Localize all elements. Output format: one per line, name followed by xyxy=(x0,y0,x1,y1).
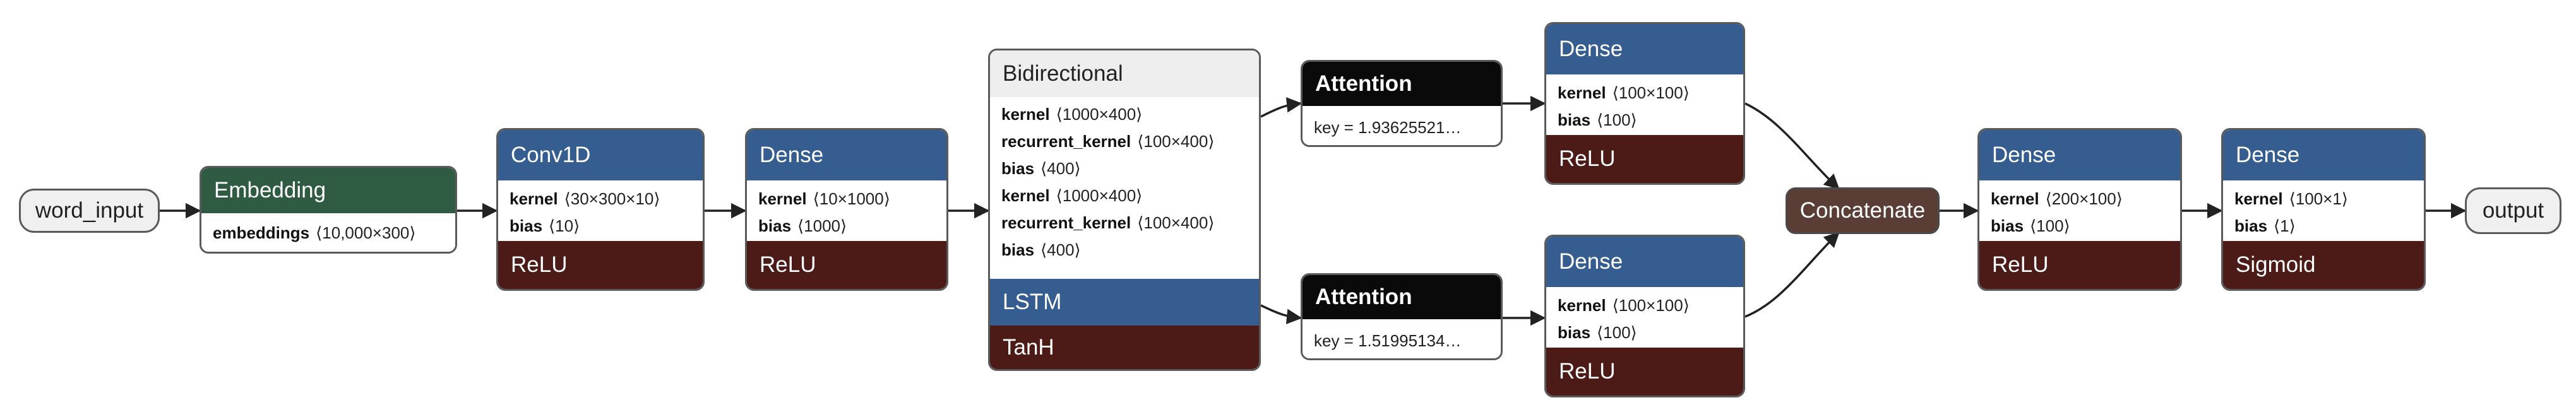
embedding-title: Embedding xyxy=(214,178,326,203)
edge-dense3-concatenate xyxy=(1744,232,1840,318)
attention2-key: key = 1.51995134… xyxy=(1303,319,1501,358)
concatenate-node[interactable]: Concatenate xyxy=(1786,187,1940,234)
attention2-header: Attention xyxy=(1303,275,1501,319)
word-input-node[interactable]: word_input xyxy=(19,189,160,233)
param-row: bias⟨1000⟩ xyxy=(758,216,847,235)
param-row: kernel⟨200×100⟩ xyxy=(1991,189,2123,208)
dense3-activation: ReLU xyxy=(1546,348,1743,396)
attention1-header: Attention xyxy=(1303,62,1501,106)
embedding-params: embeddings⟨10,000×300⟩ xyxy=(201,213,455,247)
output-node[interactable]: output xyxy=(2465,187,2561,234)
output-label: output xyxy=(2482,198,2544,223)
attention1-title: Attention xyxy=(1315,71,1412,96)
bidirectional-activation: TanH xyxy=(990,326,1259,369)
conv1d-header: Conv1D xyxy=(498,130,703,180)
param-row: bias⟨100⟩ xyxy=(1558,323,1637,342)
dense1-params: kernel⟨10×1000⟩ bias⟨1000⟩ xyxy=(747,180,946,240)
bidirectional-header: Bidirectional xyxy=(990,50,1259,97)
param-row: bias⟨400⟩ xyxy=(1001,159,1081,178)
attention1-key: key = 1.93625521… xyxy=(1303,106,1501,145)
dense3-header: Dense xyxy=(1546,237,1743,287)
param-row: kernel⟨100×1⟩ xyxy=(2234,189,2348,208)
param-row: kernel⟨10×1000⟩ xyxy=(758,189,890,208)
dense5-header: Dense xyxy=(2223,130,2424,180)
bidirectional-params: kernel⟨1000×400⟩ recurrent_kernel⟨100×40… xyxy=(990,97,1259,264)
attention1-node[interactable]: Attention key = 1.93625521… xyxy=(1301,60,1503,147)
dense4-node[interactable]: Dense kernel⟨200×100⟩ bias⟨100⟩ ReLU xyxy=(1977,128,2182,291)
embedding-header: Embedding xyxy=(201,168,455,213)
concatenate-label: Concatenate xyxy=(1799,198,1926,223)
dense5-node[interactable]: Dense kernel⟨100×1⟩ bias⟨1⟩ Sigmoid xyxy=(2221,128,2426,291)
dense2-header: Dense xyxy=(1546,24,1743,74)
param-row: embeddings⟨10,000×300⟩ xyxy=(213,223,416,242)
embedding-node[interactable]: Embedding embeddings⟨10,000×300⟩ xyxy=(200,166,457,254)
param-row: kernel⟨100×100⟩ xyxy=(1558,83,1690,102)
dense4-params: kernel⟨200×100⟩ bias⟨100⟩ xyxy=(1979,180,2180,240)
conv1d-title: Conv1D xyxy=(511,143,591,167)
dense2-node[interactable]: Dense kernel⟨100×100⟩ bias⟨100⟩ ReLU xyxy=(1544,22,1745,185)
dense4-header: Dense xyxy=(1979,130,2180,180)
edge-bidirectional-attention1 xyxy=(1260,97,1303,118)
dense1-activation: ReLU xyxy=(747,241,946,289)
dense1-title: Dense xyxy=(760,143,824,167)
bidirectional-title: Bidirectional xyxy=(1003,61,1123,86)
param-row: recurrent_kernel⟨100×400⟩ xyxy=(1001,213,1215,232)
param-row: recurrent_kernel⟨100×400⟩ xyxy=(1001,132,1215,151)
dense3-params: kernel⟨100×100⟩ bias⟨100⟩ xyxy=(1546,287,1743,346)
edge-bidirectional-attention2 xyxy=(1260,304,1303,324)
param-row: bias⟨400⟩ xyxy=(1001,240,1081,259)
bidirectional-node[interactable]: Bidirectional kernel⟨1000×400⟩ recurrent… xyxy=(988,49,1261,371)
dense4-title: Dense xyxy=(1992,143,2056,167)
param-row: bias⟨1⟩ xyxy=(2234,216,2296,235)
param-row: kernel⟨100×100⟩ xyxy=(1558,296,1690,315)
param-row: kernel⟨30×300×10⟩ xyxy=(510,189,660,208)
attention2-title: Attention xyxy=(1315,285,1412,309)
dense1-header: Dense xyxy=(747,130,946,180)
conv1d-activation: ReLU xyxy=(498,241,703,289)
dense5-params: kernel⟨100×1⟩ bias⟨1⟩ xyxy=(2223,180,2424,240)
param-row: bias⟨100⟩ xyxy=(1558,110,1637,129)
dense5-title: Dense xyxy=(2236,143,2300,167)
conv1d-node[interactable]: Conv1D kernel⟨30×300×10⟩ bias⟨10⟩ ReLU xyxy=(496,128,705,291)
word-input-label: word_input xyxy=(35,198,144,223)
dense3-node[interactable]: Dense kernel⟨100×100⟩ bias⟨100⟩ ReLU xyxy=(1544,235,1745,397)
dense5-activation: Sigmoid xyxy=(2223,241,2424,289)
dense4-activation: ReLU xyxy=(1979,241,2180,289)
dense1-node[interactable]: Dense kernel⟨10×1000⟩ bias⟨1000⟩ ReLU xyxy=(745,128,948,291)
dense2-activation: ReLU xyxy=(1546,135,1743,183)
lstm-sublayer: LSTM xyxy=(990,279,1259,326)
attention2-node[interactable]: Attention key = 1.51995134… xyxy=(1301,273,1503,360)
dense2-params: kernel⟨100×100⟩ bias⟨100⟩ xyxy=(1546,74,1743,134)
param-row: kernel⟨1000×400⟩ xyxy=(1001,105,1143,124)
edge-dense2-concatenate xyxy=(1744,102,1840,190)
param-row: bias⟨10⟩ xyxy=(510,216,580,235)
param-row: kernel⟨1000×400⟩ xyxy=(1001,186,1143,205)
param-row: bias⟨100⟩ xyxy=(1991,216,2070,235)
dense2-title: Dense xyxy=(1559,37,1623,61)
dense3-title: Dense xyxy=(1559,249,1623,274)
conv1d-params: kernel⟨30×300×10⟩ bias⟨10⟩ xyxy=(498,180,703,240)
